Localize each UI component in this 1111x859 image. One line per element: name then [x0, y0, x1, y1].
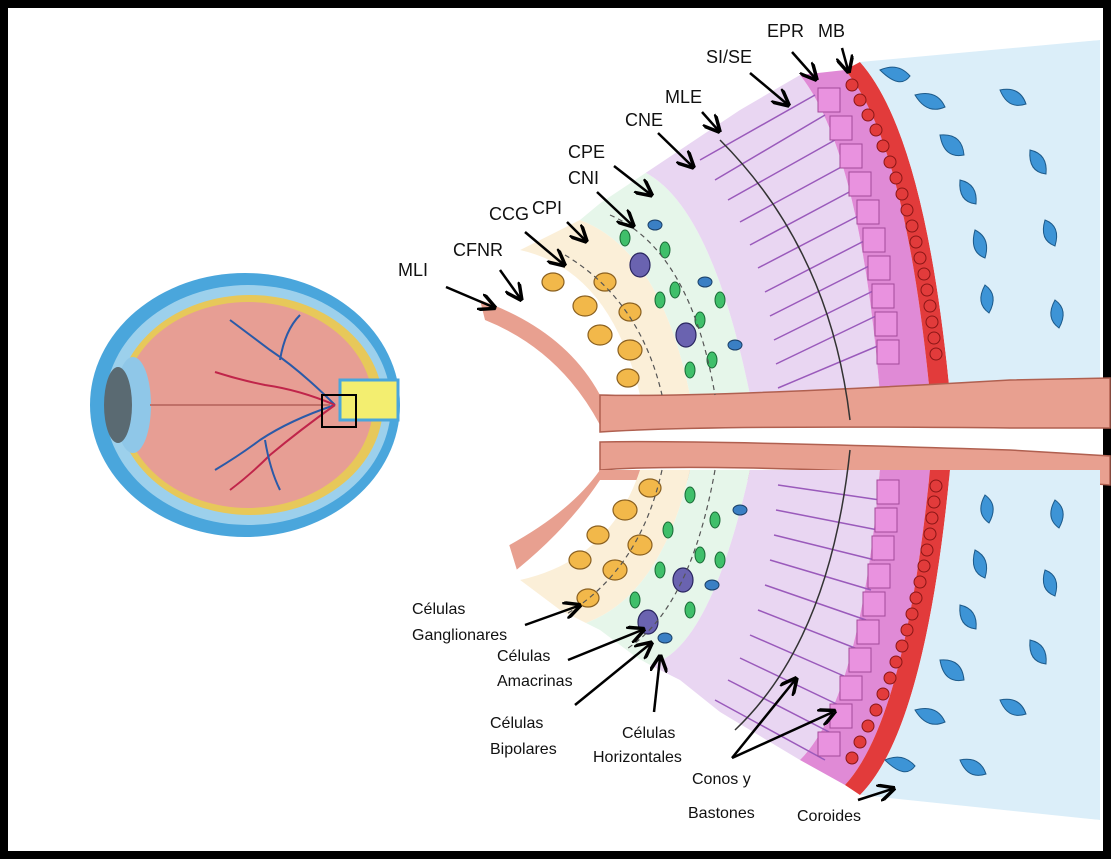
label-si-se: SI/SE	[706, 47, 752, 67]
label-mle: MLE	[665, 87, 702, 107]
label-ganglion-2: Ganglionares	[412, 627, 507, 644]
arrow-ganglion	[525, 606, 578, 625]
arrow-cfnr	[500, 270, 520, 298]
arrow-epr	[792, 52, 815, 78]
label-horizontal-2: Horizontales	[593, 749, 682, 766]
eye-illustration	[90, 273, 400, 537]
label-amacrine-1: Células	[497, 648, 550, 665]
label-cones-2: Bastones	[688, 805, 755, 822]
label-choroid: Coroides	[797, 808, 861, 825]
arrow-mb	[842, 48, 848, 70]
label-horizontal-1: Células	[622, 725, 675, 742]
optic-nerve	[340, 380, 398, 420]
label-cfnr: CFNR	[453, 240, 503, 260]
eye-iris	[104, 367, 132, 443]
label-amacrine-2: Amacrinas	[497, 673, 573, 690]
arrow-mli	[446, 287, 493, 307]
label-cni: CNI	[568, 168, 599, 188]
arrow-mle	[702, 112, 718, 130]
label-cne: CNE	[625, 110, 663, 130]
label-epr: EPR	[767, 21, 804, 41]
label-mli: MLI	[398, 260, 428, 280]
label-cpe: CPE	[568, 142, 605, 162]
label-ccg: CCG	[489, 204, 529, 224]
label-cones-1: Conos y	[692, 771, 751, 788]
label-ganglion-1: Células	[412, 601, 465, 618]
label-mb: MB	[818, 21, 845, 41]
label-cpi: CPI	[532, 198, 562, 218]
retina-bottom-section	[480, 470, 1100, 820]
label-bipolar-2: Bipolares	[490, 741, 557, 758]
label-bipolar-1: Células	[490, 715, 543, 732]
